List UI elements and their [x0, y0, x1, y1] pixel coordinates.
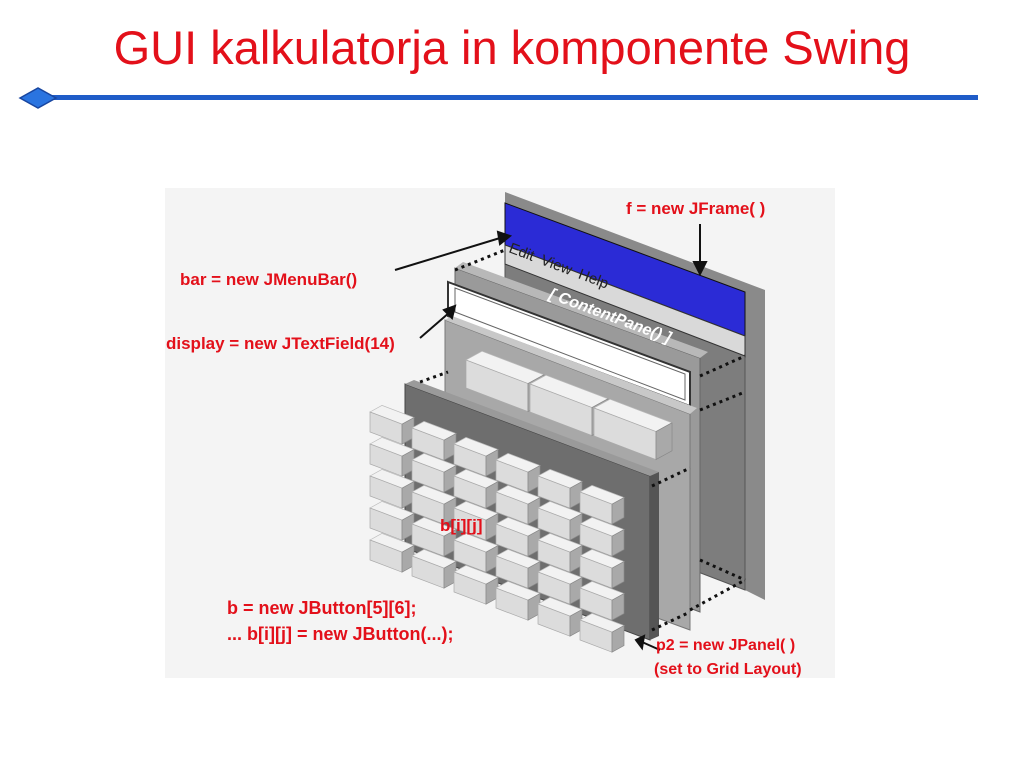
- pointer-arrows: [394, 224, 708, 651]
- grid-button-block: [495, 549, 541, 589]
- grid-button-block: [369, 405, 415, 445]
- top-button-block: [593, 398, 673, 461]
- grid-button-block: [411, 485, 457, 525]
- grid-button-block: [579, 485, 625, 525]
- grid-button-block: [411, 517, 457, 557]
- title-divider: [18, 87, 978, 109]
- grid-button-block: [369, 533, 415, 573]
- grid-button-block: [495, 517, 541, 557]
- dotted-connectors: [419, 248, 746, 632]
- grid-button-block: [579, 613, 625, 653]
- label-jmenubar: bar = new JMenuBar(): [180, 270, 357, 289]
- slide-title: GUI kalkulatorja in komponente Swing: [113, 21, 911, 74]
- top-buttons-group: [465, 350, 673, 461]
- grid-button-block: [537, 501, 583, 541]
- grid-button-block: [537, 533, 583, 573]
- label-panel-line2: (set to Grid Layout): [654, 661, 802, 678]
- grid-button-block: [369, 469, 415, 509]
- grid-button-block: [411, 549, 457, 589]
- grid-button-block: [411, 421, 457, 461]
- grid-button-block: [537, 597, 583, 637]
- grid-button-block: [453, 437, 499, 477]
- grid-buttons-group: [369, 405, 625, 653]
- grid-button-block: [579, 517, 625, 557]
- grid-button-block: [495, 453, 541, 493]
- grid-button-block: [579, 581, 625, 621]
- grid-button-block: [453, 565, 499, 605]
- grid-button-block: [579, 549, 625, 589]
- label-buttons-line1: b = new JButton[5][6];: [227, 598, 417, 618]
- grid-button-block: [537, 565, 583, 605]
- label-buttons-line2: ... b[i][j] = new JButton(...);: [227, 624, 453, 644]
- label-jframe: f = new JFrame( ): [626, 199, 765, 218]
- grid-button-block: [537, 469, 583, 509]
- grid-button-block: [411, 453, 457, 493]
- grid-button-block: [369, 437, 415, 477]
- label-jtextfield: display = new JTextField(14): [166, 334, 395, 353]
- grid-button-block: [453, 533, 499, 573]
- label-panel-line1: p2 = new JPanel( ): [656, 637, 795, 654]
- grid-button-block: [495, 485, 541, 525]
- label-button-cell: b[i][j]: [440, 516, 482, 535]
